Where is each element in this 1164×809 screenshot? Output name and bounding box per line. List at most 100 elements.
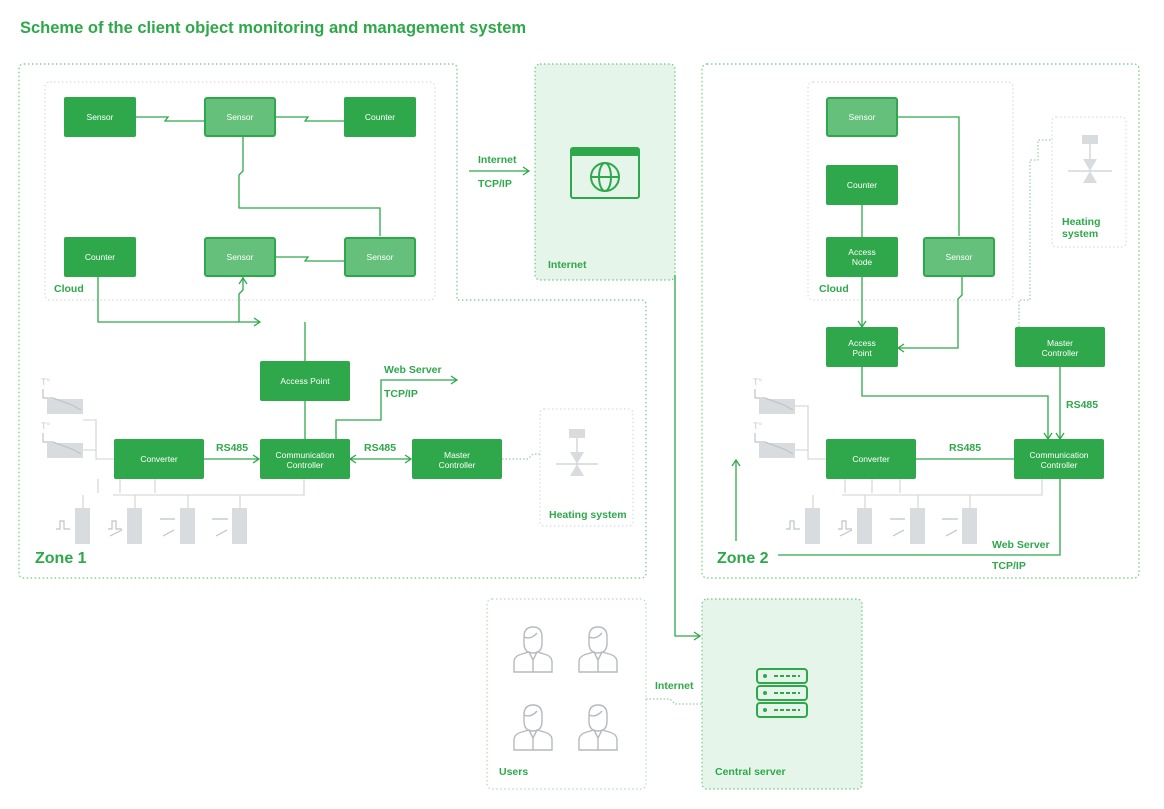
wire	[97, 277, 260, 323]
dotted-link	[1018, 139, 1052, 327]
access-node-label-line1: Access	[848, 247, 875, 257]
temp-sensor-box	[759, 443, 795, 458]
gray-wire	[82, 495, 241, 508]
zone-2-access-node-box	[826, 237, 898, 277]
gray-wire	[795, 405, 826, 460]
dotted-link	[646, 698, 702, 705]
arrowhead	[693, 631, 702, 641]
wire	[898, 116, 960, 236]
zone-1-counter-box	[64, 237, 136, 277]
temp-sensor-box	[759, 399, 795, 414]
valve-handle	[569, 429, 585, 438]
zone-2-heating-label-line2: system	[1062, 228, 1098, 240]
arrowhead	[253, 317, 262, 327]
zone-1-counter-box	[344, 97, 416, 137]
user-body	[513, 729, 553, 751]
arrowhead	[404, 454, 413, 464]
user-body	[578, 651, 618, 673]
tcpip-label: TCP/IP	[478, 178, 512, 190]
sensor-label: Sensor	[849, 112, 876, 122]
pulse-sensor-box	[962, 508, 977, 544]
sensor-label: Sensor	[227, 112, 254, 122]
pulse-sensor-box	[127, 508, 142, 544]
pulse-sensor-icon	[839, 529, 958, 537]
sensor-label: Sensor	[227, 252, 254, 262]
central-server-block: Central server	[701, 598, 863, 790]
zone-2-master-controller-box	[1015, 327, 1105, 367]
inactive-equipment: T° T°	[41, 377, 305, 544]
pulse-sensor-icon	[56, 520, 122, 530]
inactive-equipment: T° T°	[753, 377, 1043, 544]
server-rack-icon	[756, 668, 808, 718]
access-point-label: Access Point	[280, 376, 330, 386]
user-icon	[578, 704, 618, 751]
master-controller-label-line1: Master	[1047, 338, 1073, 348]
server-unit	[756, 685, 808, 701]
users-internet-label: Internet	[655, 680, 694, 692]
central-server-label: Central server	[715, 766, 786, 778]
sensor-label: Sensor	[87, 112, 114, 122]
access-node-label-line2: Node	[852, 257, 873, 267]
wire	[136, 116, 204, 122]
gray-wire	[83, 419, 114, 460]
zone-2-label: Zone 2	[717, 550, 769, 567]
zone-1-converter-box	[114, 439, 204, 479]
thermometer-icon	[754, 389, 794, 411]
user-head	[523, 626, 543, 654]
temp-label: T°	[753, 377, 762, 387]
valve-top	[1083, 159, 1097, 171]
pulse-sensor-box	[75, 508, 90, 544]
temp-sensor-box	[47, 443, 83, 458]
arrowhead	[450, 375, 459, 385]
counter-label: Counter	[85, 252, 115, 262]
user-head	[588, 704, 608, 732]
page-title: Scheme of the client object monitoring a…	[20, 19, 527, 37]
user-head	[523, 704, 543, 732]
valve-bottom	[1083, 171, 1097, 183]
access-point-label-line2: Point	[852, 348, 872, 358]
converter-label: Converter	[852, 454, 889, 464]
valve-handle	[1082, 135, 1098, 144]
rs485-label: RS485	[216, 442, 248, 454]
zone-1-sensor-box-highlight	[204, 97, 276, 137]
zone-1-cloud-border	[44, 81, 436, 301]
zone-1-cloud-label: Cloud	[54, 283, 84, 295]
zone-1-label: Zone 1	[35, 550, 87, 567]
communication-controller-label-line2: Controller	[287, 460, 324, 470]
arrowhead	[252, 454, 261, 464]
zone-1-sensor-box-highlight	[344, 237, 416, 277]
communication-controller-label-line2: Controller	[1041, 460, 1078, 470]
pulse-sensor-box	[232, 508, 247, 544]
dotted-link	[502, 453, 541, 460]
sensor-label: Sensor	[367, 252, 394, 262]
zone-2-sensor-box-highlight	[923, 237, 995, 277]
users-border	[486, 598, 647, 790]
tcpip-label: TCP/IP	[992, 560, 1026, 572]
zone-1-access-point-box	[260, 361, 350, 401]
web-server-label: Web Server	[384, 364, 442, 376]
master-controller-label-line2: Controller	[1042, 348, 1079, 358]
zone-2-heating-border	[1051, 116, 1127, 248]
wire	[238, 137, 381, 236]
communication-controller-label-line1: Communication	[275, 450, 334, 460]
user-icon	[513, 704, 553, 751]
user-body	[578, 729, 618, 751]
users-label: Users	[499, 766, 528, 778]
wire	[276, 116, 344, 122]
user-body	[513, 651, 553, 673]
pulse-sensor-box	[805, 508, 820, 544]
internet-box-label: Internet	[548, 259, 587, 271]
server-unit	[756, 702, 808, 718]
zone-2-communication-controller-box	[1014, 439, 1104, 479]
master-controller-label-line1: Master	[444, 450, 470, 460]
zone-2-cloud-border	[807, 81, 1014, 301]
users-block: Users Internet	[486, 598, 702, 790]
zone-1-heating-label: Heating system	[549, 509, 627, 521]
zone-2-converter-box	[826, 439, 916, 479]
server-unit	[756, 668, 808, 684]
internet-to-central-wire	[674, 275, 700, 637]
pulse-sensor-icon	[109, 529, 228, 537]
gray-wire	[97, 479, 305, 496]
zone-2-access-point-box	[826, 327, 898, 367]
